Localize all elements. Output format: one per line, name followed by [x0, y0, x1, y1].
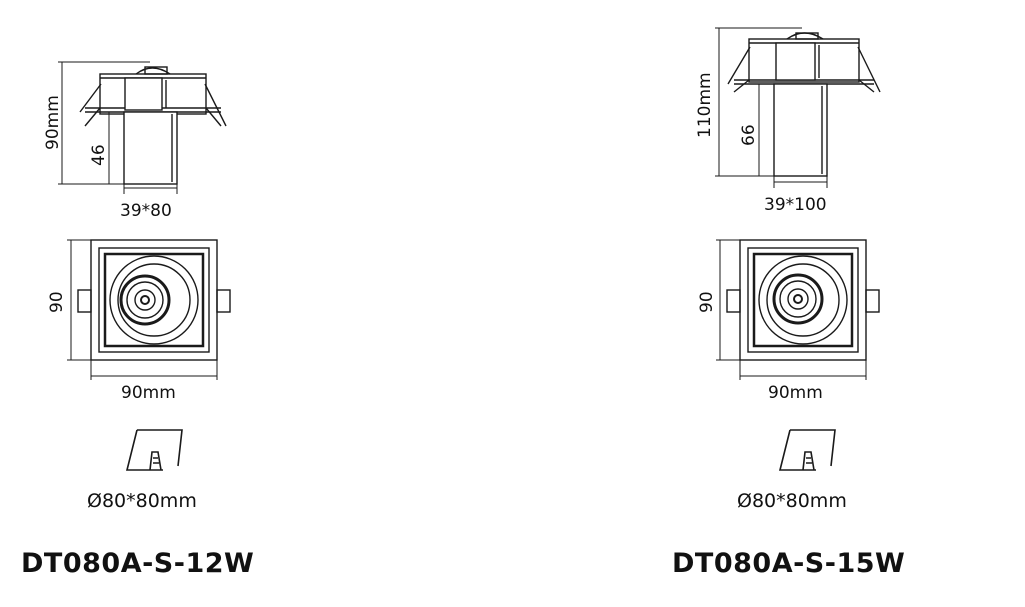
side-view-15w: [727, 32, 881, 177]
side-view-12w: [79, 66, 227, 185]
product-panel-12w: 90mm 46 39*80 90 90mm Ø80*80mm DT080A-S-…: [0, 0, 512, 607]
cutout-icon: [778, 429, 836, 471]
side-dimension-label: 39*80: [120, 201, 172, 221]
drawing-12w: [58, 61, 231, 471]
model-title: DT080A-S-12W: [21, 548, 255, 579]
cylinder-height-label: 66: [739, 124, 759, 146]
cylinder-height-label: 46: [89, 144, 109, 166]
cutout-label: Ø80*80mm: [87, 490, 197, 512]
front-view-12w: [77, 239, 231, 361]
model-title: DT080A-S-15W: [672, 548, 906, 579]
front-height-label: 90: [47, 291, 67, 313]
front-height-label: 90: [697, 291, 717, 313]
front-width-label: 90mm: [121, 383, 176, 403]
side-dims-12w: [58, 61, 178, 194]
front-view-15w: [726, 239, 880, 361]
side-dims-15w: [715, 27, 828, 188]
cutout-label: Ø80*80mm: [737, 490, 847, 512]
total-height-label: 90mm: [43, 95, 63, 150]
cutout-icon: [125, 429, 183, 471]
product-panel-15w: 110mm 66 39*100 90 90mm Ø80*80mm DT080A-…: [512, 0, 1024, 607]
front-dims-12w: [67, 239, 218, 380]
front-width-label: 90mm: [768, 383, 823, 403]
front-dims-15w: [716, 239, 867, 380]
total-height-label: 110mm: [695, 72, 715, 138]
side-dimension-label: 39*100: [764, 195, 827, 215]
drawing-15w: [715, 27, 881, 471]
